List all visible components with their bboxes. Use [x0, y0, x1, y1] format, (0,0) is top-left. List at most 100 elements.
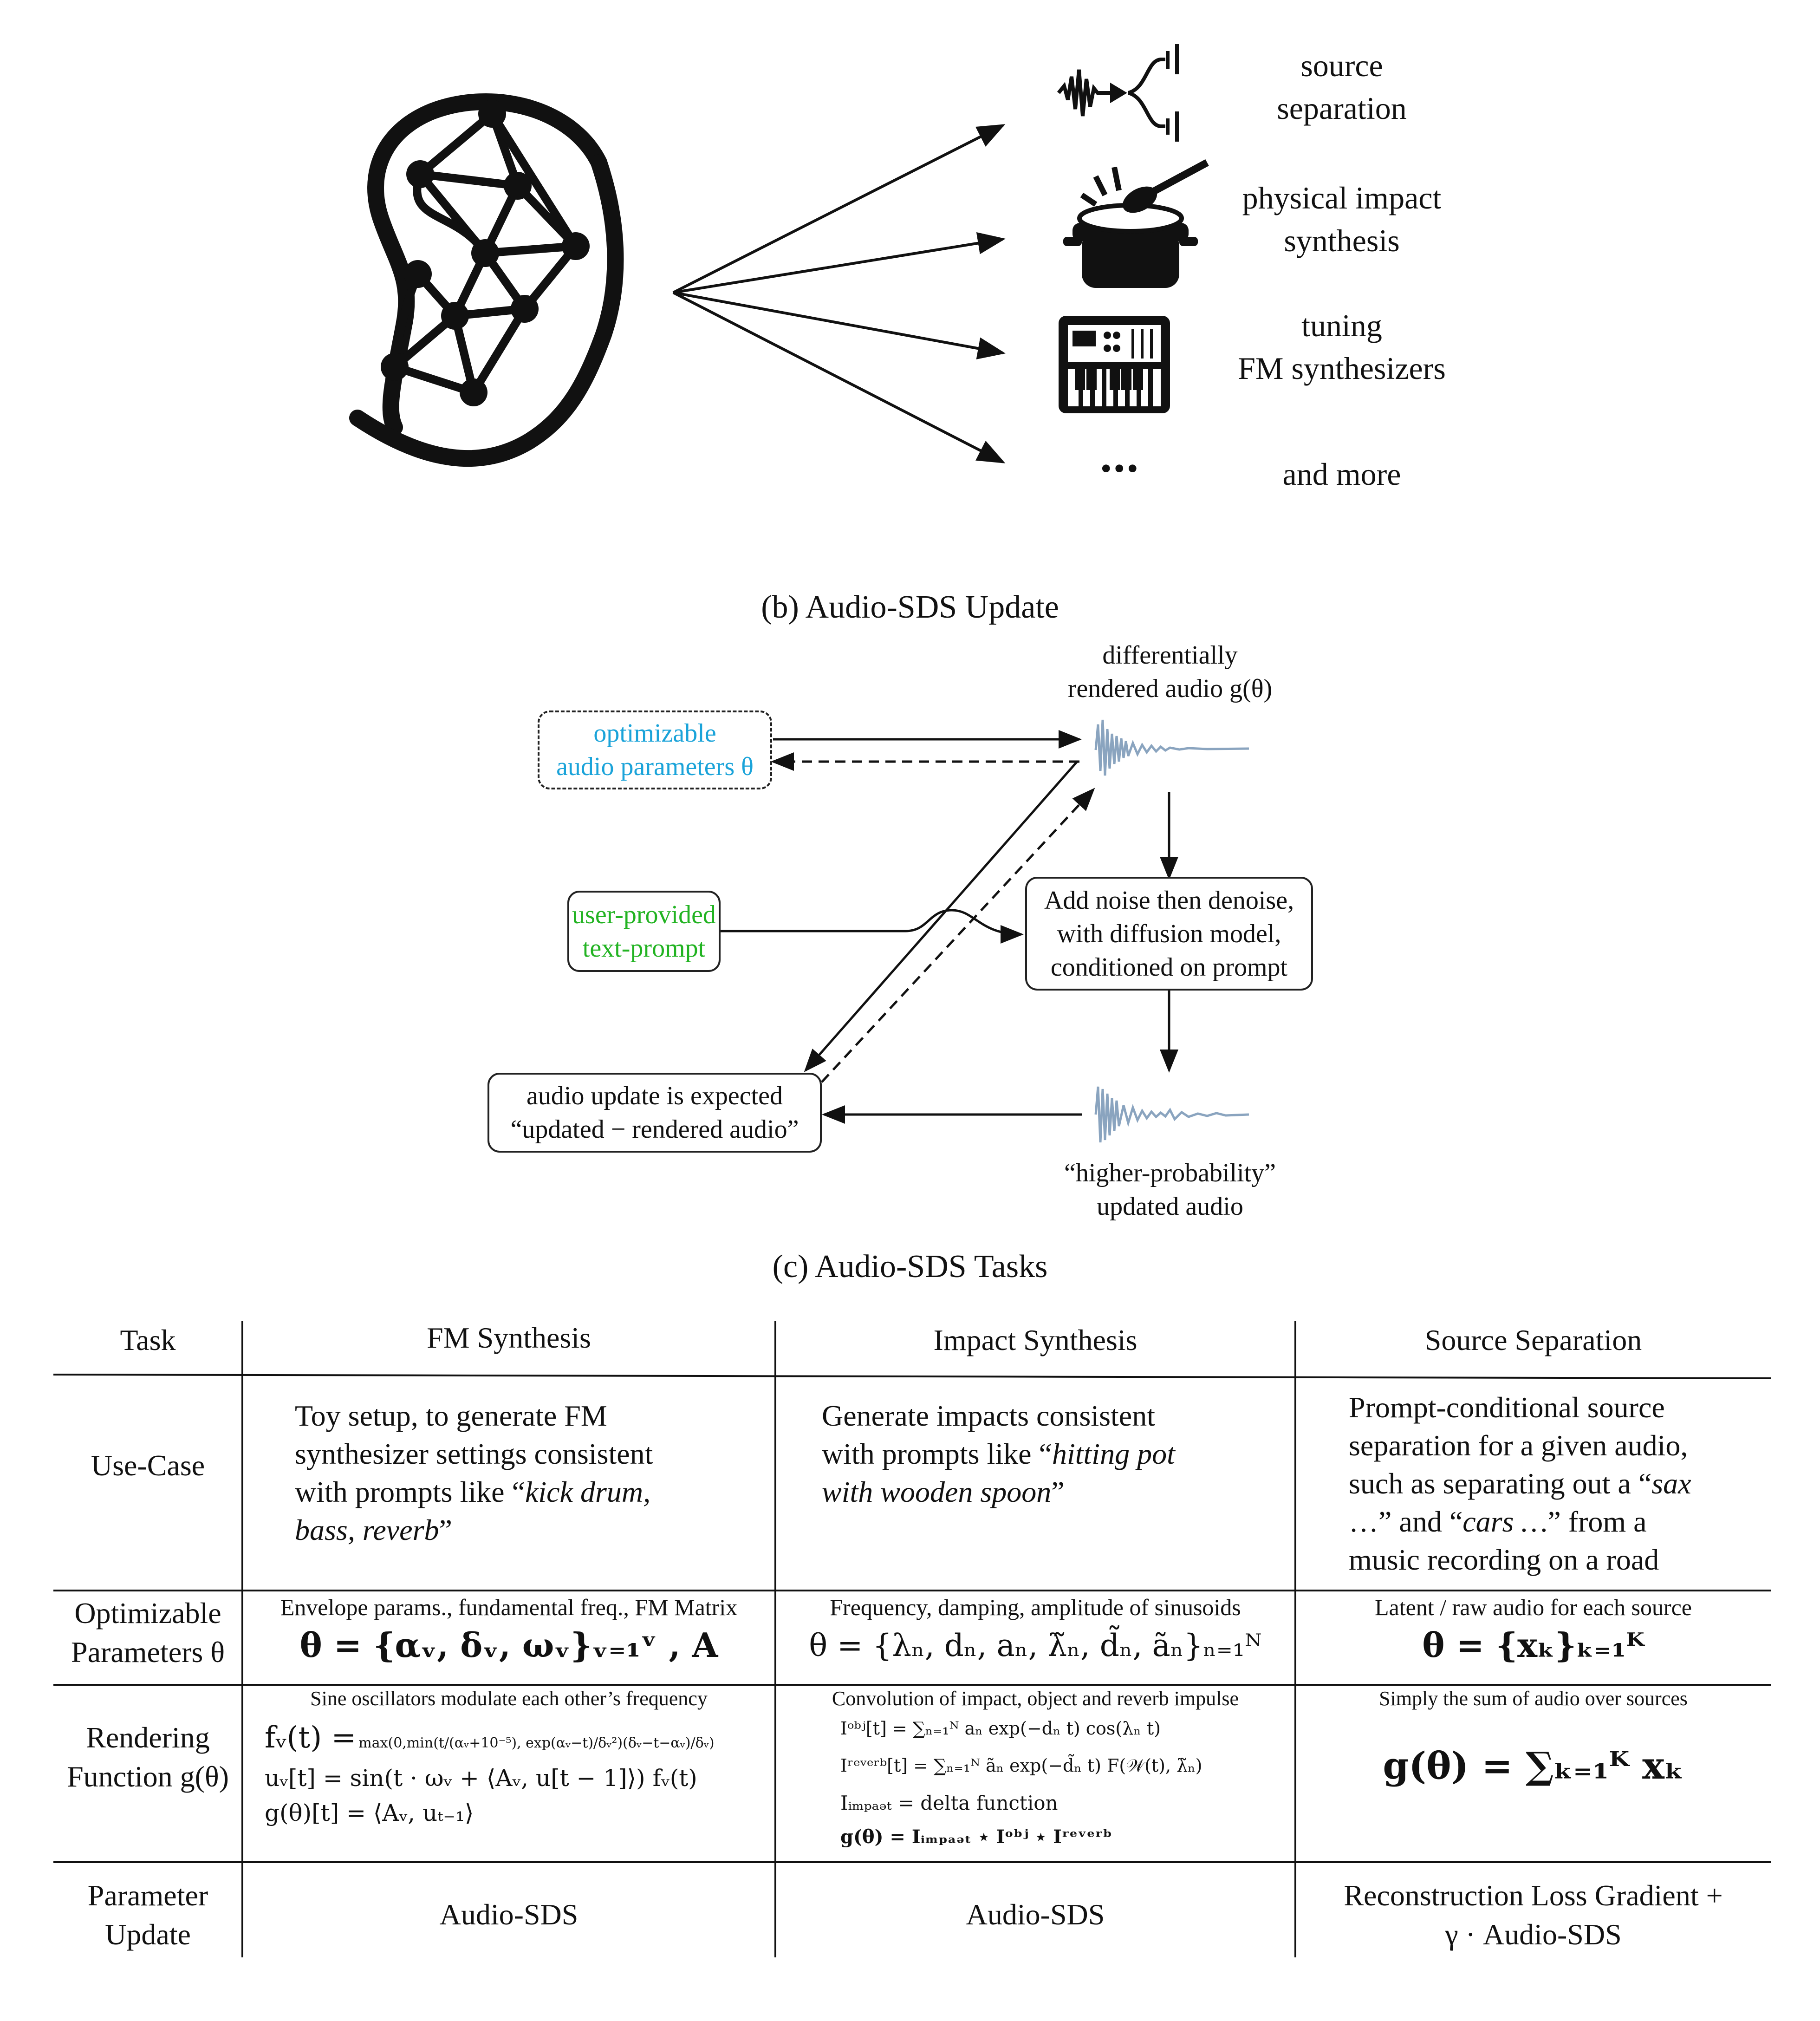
update-line2: “updated − rendered audio” — [510, 1115, 799, 1144]
impact-use-line: with prompts like “hitting pot — [822, 1435, 1286, 1473]
task-label-line2: separation — [1277, 91, 1407, 126]
params-line2: audio parameters θ — [556, 752, 754, 781]
updated-label-line1: “higher-probability” — [1064, 1159, 1276, 1187]
rendered-audio-label: differentially rendered audio g(θ) — [1017, 639, 1323, 705]
fm-render-eq3: g(θ)[t] = ⟨Aᵥ, uₜ₋₁⟩ — [265, 1799, 474, 1826]
impact-params-desc: Frequency, damping, amplitude of sinusoi… — [830, 1594, 1241, 1620]
task-label-line2: FM synthesizers — [1238, 351, 1446, 386]
impact-render-desc: Convolution of impact, object and reverb… — [832, 1687, 1239, 1710]
fm-use-line: synthesizer settings consistent — [295, 1437, 653, 1470]
header-task: Task — [120, 1323, 176, 1356]
task-source-separation: source separation — [1189, 44, 1495, 130]
separation-use-line: separation for a given audio, — [1349, 1429, 1688, 1462]
task-label-line2: synthesis — [1284, 223, 1400, 258]
impact-use-line: Generate impacts consistent — [822, 1399, 1155, 1432]
fm-use-case: Toy setup, to generate FM synthesizer se… — [295, 1397, 768, 1549]
row-label-update: Parameter Update — [53, 1876, 242, 1954]
separation-use-text: …” and “ — [1349, 1505, 1463, 1538]
prompt-line2: text-prompt — [582, 933, 706, 963]
params-label-line1: Optimizable — [74, 1597, 221, 1630]
separation-use-line: such as separating out a “sax — [1349, 1465, 1767, 1503]
prompt-line1: user-provided — [572, 900, 716, 929]
fan-arrows — [672, 124, 1006, 463]
updated-waveform — [1094, 1086, 1249, 1143]
fm-render-eq2: uᵥ[t] = sin(t · ωᵥ + ⟨Aᵥ, u[t − 1]⟩) fᵥ(… — [265, 1765, 697, 1792]
render-label-line2: Function g(θ) — [67, 1760, 229, 1793]
impact-update: Audio-SDS — [966, 1898, 1105, 1931]
diffusion-model-box: Add noise then denoise, with diffusion m… — [1025, 877, 1313, 991]
task-label-line1: tuning — [1301, 308, 1382, 343]
separation-use-line: music recording on a road — [1349, 1543, 1659, 1576]
ellipsis-icon: ••• — [1100, 451, 1140, 487]
rendered-label-line2: rendered audio g(θ) — [1067, 674, 1273, 703]
task-label-line1: and more — [1282, 456, 1401, 492]
update-label-line1: Parameter — [87, 1879, 208, 1912]
fm-use-italic: kick drum, — [525, 1475, 651, 1508]
fm-use-line: Toy setup, to generate FM — [295, 1399, 607, 1432]
impact-params-equation: θ = {λₙ, dₙ, aₙ, λ̃ₙ, d̃ₙ, ãₙ}ₙ₌₁ᴺ — [809, 1628, 1262, 1663]
audio-update-box: audio update is expected “updated − rend… — [488, 1073, 822, 1153]
separation-use-line: Prompt-conditional source — [1349, 1391, 1665, 1424]
task-label-line1: source — [1300, 48, 1383, 83]
pot-icon — [1063, 159, 1209, 288]
fm-render-eq1-rhs: max(0,min(t/(αᵥ+10⁻⁵), exp(αᵥ−t)/δᵥ²)(δᵥ… — [358, 1735, 715, 1751]
impact-use-text: ” — [1051, 1475, 1065, 1508]
impact-use-line: with wooden spoon” — [822, 1473, 1286, 1511]
impact-use-italic: hitting pot — [1052, 1437, 1175, 1470]
text-prompt-box: user-provided text-prompt — [567, 891, 721, 972]
impact-use-italic: with wooden spoon — [822, 1475, 1052, 1508]
task-impact-synthesis: physical impact synthesis — [1189, 176, 1495, 262]
ear-outline-2 — [349, 154, 624, 467]
separation-params-equation: θ = {xₖ}ₖ₌₁ᴷ — [1422, 1625, 1644, 1665]
fm-render-eq1-lhs: fᵥ(t) = — [265, 1721, 357, 1755]
impact-use-case: Generate impacts consistent with prompts… — [822, 1397, 1286, 1511]
params-line1: optimizable — [593, 719, 716, 748]
panel-b-caption: (b) Audio-SDS Update — [761, 589, 1059, 625]
panel-c-caption: (c) Audio-SDS Tasks — [772, 1249, 1048, 1284]
impact-render-eq4: g(θ) = Iᵢₘₚₐₔₜ ⋆ Iᵒᵇʲ ⋆ Iʳᵉᵛᵉʳᵇ — [840, 1826, 1112, 1848]
header-impact-synthesis: Impact Synthesis — [933, 1323, 1138, 1356]
separation-use-line: …” and “cars …” from a — [1349, 1503, 1767, 1541]
render-label-line1: Rendering — [86, 1721, 210, 1754]
separation-use-italic: cars … — [1462, 1505, 1548, 1538]
header-source-separation: Source Separation — [1424, 1323, 1642, 1356]
diffusion-line3: conditioned on prompt — [1050, 952, 1288, 982]
header-fm-synthesis: FM Synthesis — [427, 1321, 591, 1354]
impact-render-eq3: Iᵢₘₚₐₔₜ = delta function — [840, 1792, 1058, 1814]
diffusion-line2: with diffusion model, — [1057, 919, 1281, 948]
task-fm-synthesizers: tuning FM synthesizers — [1189, 304, 1495, 390]
updated-audio-label: “higher-probability” updated audio — [1017, 1156, 1323, 1223]
separation-render-desc: Simply the sum of audio over sources — [1379, 1687, 1688, 1710]
optimizable-params-box: optimizable audio parameters θ — [538, 711, 772, 789]
fm-use-italic: bass, reverb — [295, 1513, 439, 1546]
impact-use-text: with prompts like “ — [822, 1437, 1052, 1470]
fm-use-line: with prompts like “kick drum, — [295, 1473, 768, 1511]
fm-use-line: bass, reverb” — [295, 1511, 768, 1549]
task-label-line1: physical impact — [1242, 180, 1442, 215]
update-line1: audio update is expected — [526, 1082, 783, 1110]
separation-update-line1: Reconstruction Loss Gradient + — [1344, 1879, 1723, 1912]
fm-use-text: ” — [439, 1513, 452, 1546]
fm-update: Audio-SDS — [439, 1898, 578, 1931]
separation-render-equation: g(θ) = ∑ₖ₌₁ᴷ xₖ — [1383, 1744, 1684, 1787]
source-separation-icon — [1057, 44, 1179, 142]
rendered-waveform — [1094, 719, 1249, 776]
row-label-parameters: Optimizable Parameters θ — [53, 1594, 242, 1672]
separation-use-italic: sax — [1651, 1467, 1691, 1500]
update-label-line2: Update — [105, 1918, 191, 1951]
task-and-more: and more — [1189, 453, 1495, 495]
fm-use-text: with prompts like “ — [295, 1475, 525, 1508]
params-label-line2: Parameters θ — [71, 1636, 225, 1669]
separation-use-text: such as separating out a “ — [1349, 1467, 1652, 1500]
fm-params-equation: θ = {αᵥ, δᵥ, ωᵥ}ᵥ₌₁ᵛ , A — [299, 1625, 718, 1665]
rendered-label-line1: differentially — [1102, 641, 1238, 670]
row-label-use-case: Use-Case — [91, 1449, 205, 1482]
updated-label-line2: updated audio — [1097, 1192, 1243, 1221]
separation-params-desc: Latent / raw audio for each source — [1374, 1594, 1692, 1620]
diffusion-line1: Add noise then denoise, — [1044, 886, 1294, 915]
impact-render-eq2: Iʳᵉᵛᵉʳᵇ[t] = ∑ₙ₌₁ᴺ ãₙ exp(−d̃ₙ t) F(𝒲(t)… — [840, 1755, 1202, 1776]
separation-update-line2: γ · Audio-SDS — [1445, 1918, 1622, 1951]
